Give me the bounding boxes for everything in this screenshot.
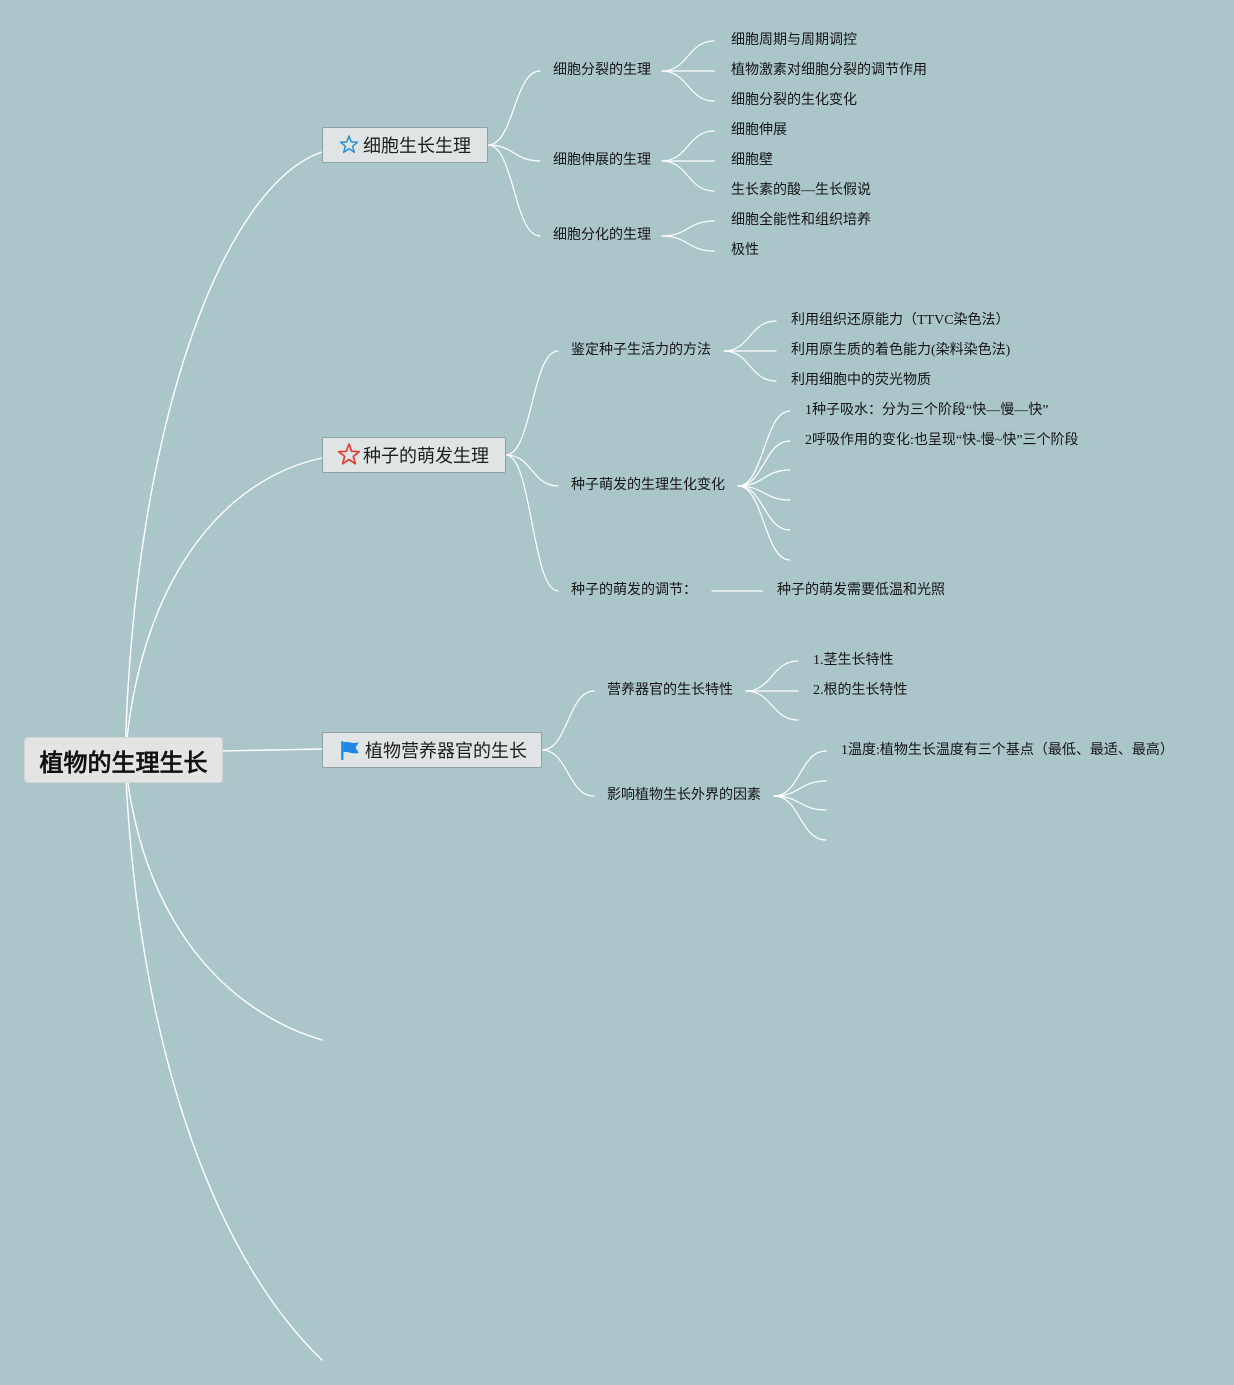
subtopic-cell-division[interactable]: 细胞分裂的生理 [553,63,651,78]
leaf-topic[interactable]: 细胞伸展 [731,123,787,138]
subtopic-vegetative-organ-traits[interactable]: 营养器官的生长特性 [607,683,733,698]
empty-branch-line [773,780,827,797]
subtopic-cell-differentiation[interactable]: 细胞分化的生理 [553,228,651,243]
leaf-topic[interactable]: 细胞壁 [731,153,773,168]
leaf-topic[interactable]: 细胞全能性和组织培养 [731,213,871,228]
connector-line [505,350,559,456]
leaf-topic[interactable]: 1.茎生长特性 [813,653,894,668]
empty-branch-line [773,795,827,811]
leaf-topic[interactable]: 利用原生质的着色能力(染料染色法) [791,343,1011,358]
subtopic-germination-regulation[interactable]: 种子的萌发的调节： [571,583,697,598]
leaf-topic[interactable]: 种子的萌发需要低温和光照 [777,583,945,598]
leaf-topic[interactable]: 1温度:植物生长温度有三个基点（最低、最适、最高） [841,743,1174,758]
empty-branch-line [737,485,791,501]
empty-branch-line [773,795,827,841]
connector-line [487,144,541,162]
empty-branch-line [124,759,323,1361]
empty-branch-line [124,759,323,1041]
connector-line [723,320,777,352]
main-topic-seed-germination[interactable]: 种子的萌发生理 [322,437,506,473]
connector-line [661,235,715,252]
connector-line [737,410,791,487]
empty-branch-line [737,485,791,531]
leaf-topic[interactable]: 生长素的酸—生长假说 [731,183,871,198]
leaf-topic[interactable]: 细胞周期与周期调控 [731,33,857,48]
leaf-topic[interactable]: 2.根的生长特性 [813,683,908,698]
leaf-topic[interactable]: 1种子吸水：分为三个阶段“快—慢—快” [805,403,1049,418]
leaf-topic[interactable]: 极性 [731,243,759,258]
main-topic-cell-growth[interactable]: 细胞生长生理 [322,127,488,163]
connector-line [541,690,595,751]
connector-line [661,220,715,237]
leaf-topic[interactable]: 利用组织还原能力（TTVC染色法） [791,313,1010,328]
leaf-topic[interactable]: 利用细胞中的荧光物质 [791,373,931,388]
root-topic[interactable]: 植物的生理生长 [25,738,222,782]
connector-line [773,750,827,797]
connector-line [661,40,715,72]
main-topic-vegetative-organ-growth[interactable]: 植物营养器官的生长 [322,732,542,768]
connector-line [505,454,559,592]
connector-line [661,160,715,192]
connector-line [745,660,799,692]
connector-line [487,144,541,237]
star-outline-red-icon [337,443,361,467]
subtopic-germination-changes[interactable]: 种子萌发的生理生化变化 [571,478,725,493]
empty-branch-line [745,690,799,721]
connector-line [487,70,541,146]
subtopic-seed-viability-methods[interactable]: 鉴定种子生活力的方法 [571,343,711,358]
main-topic-label: 种子的萌发生理 [363,446,489,467]
subtopic-external-factors[interactable]: 影响植物生长外界的因素 [607,788,761,803]
root-topic-label: 植物的生理生长 [39,748,208,777]
main-topic-label: 细胞生长生理 [363,136,471,157]
connector-line [737,440,791,487]
subtopic-cell-expansion[interactable]: 细胞伸展的生理 [553,153,651,168]
empty-branch-line [737,485,791,561]
connector-line [124,457,323,761]
star-outline-blue-icon [339,135,359,155]
leaf-topic[interactable]: 细胞分裂的生化变化 [731,93,857,108]
connector-line [124,151,323,761]
connector-line [661,70,715,102]
flag-blue-icon [339,739,361,761]
main-topic-label: 植物营养器官的生长 [365,741,527,762]
connector-line [723,350,777,382]
leaf-topic[interactable]: 2呼吸作用的变化:也呈现“快-慢~快”三个阶段 [805,433,1079,448]
empty-branch-line [737,469,791,487]
connector-line [661,130,715,162]
connector-line [505,454,559,487]
connector-line [541,749,595,797]
leaf-topic[interactable]: 植物激素对细胞分裂的调节作用 [731,63,927,78]
